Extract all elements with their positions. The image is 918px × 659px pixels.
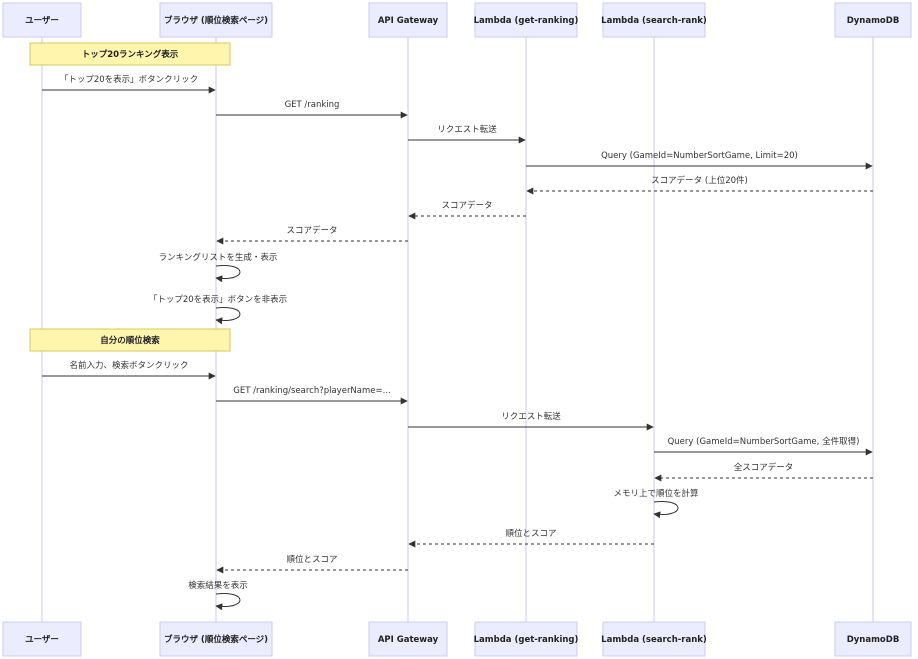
message-label: スコアデータ [286, 225, 337, 236]
note-box [29, 328, 231, 352]
message-label: 順位とスコア [286, 554, 337, 565]
message-8: 「トップ20を表示」ボタンを非表示 [149, 294, 287, 325]
participant-user-top: ユーザー [2, 2, 82, 38]
participant-box [834, 621, 912, 657]
participant-box [602, 621, 706, 657]
message-label: 全スコアデータ [734, 462, 794, 473]
message-15: 順位とスコア [408, 528, 654, 548]
note-box [29, 42, 231, 66]
self-message-arrow [215, 592, 241, 611]
message-label: ランキングリストを生成・表示 [159, 252, 278, 263]
note-0: トップ20ランキング表示 [29, 42, 231, 66]
message-label: リクエスト転送 [437, 124, 497, 135]
self-message-arrow [653, 500, 679, 519]
self-message-arrow [215, 306, 241, 325]
participant-label: ユーザー [25, 635, 59, 645]
participant-label: API Gateway [378, 635, 439, 645]
participant-get_ranking-top: Lambda (get-ranking) [474, 2, 579, 38]
message-13: 全スコアデータ [654, 462, 873, 482]
message-2: リクエスト転送 [408, 124, 526, 144]
participant-box [368, 621, 448, 657]
note-label: 自分の順位検索 [100, 335, 160, 346]
participant-box [474, 621, 578, 657]
participant-box [2, 2, 82, 38]
message-label: 検索結果を表示 [188, 580, 248, 591]
participant-box [474, 2, 578, 38]
participant-box [159, 2, 273, 38]
message-label: 名前入力、検索ボタンクリック [69, 360, 188, 371]
self-message-arrow [215, 264, 241, 283]
message-17: 検索結果を表示 [188, 580, 248, 611]
participant-label: Lambda (search-rank) [601, 16, 707, 26]
note-label: トップ20ランキング表示 [82, 49, 179, 60]
message-4: スコアデータ (上位20件) [526, 175, 873, 195]
participant-get_ranking-bottom: Lambda (get-ranking) [474, 621, 579, 657]
message-7: ランキングリストを生成・表示 [159, 252, 278, 283]
participant-apigw-top: API Gateway [368, 2, 448, 38]
participant-label: DynamoDB [847, 16, 900, 26]
message-10: GET /ranking/search?playerName=... [216, 386, 408, 405]
message-6: スコアデータ [216, 225, 408, 245]
message-9: 名前入力、検索ボタンクリック [42, 360, 216, 380]
message-14: メモリ上で順位を計算 [613, 488, 699, 519]
message-label: スコアデータ (上位20件) [651, 175, 748, 186]
message-0: 「トップ20を表示」ボタンクリック [42, 74, 216, 94]
message-11: リクエスト転送 [408, 411, 654, 431]
message-label: リクエスト転送 [501, 411, 561, 422]
message-label: メモリ上で順位を計算 [613, 488, 699, 499]
participant-label: ユーザー [25, 16, 59, 26]
note-1: 自分の順位検索 [29, 328, 231, 352]
participant-dynamodb-top: DynamoDB [834, 2, 912, 38]
messages: 「トップ20を表示」ボタンクリック GET /ranking リクエスト転送 Quer… [42, 74, 873, 611]
message-12: Query (GameId=NumberSortGame, 全件取得) [654, 436, 873, 456]
participant-box [159, 621, 273, 657]
participant-browser-top: ブラウザ (順位検索ページ) [159, 2, 273, 38]
participant-user-bottom: ユーザー [2, 621, 82, 657]
participant-box [602, 2, 706, 38]
participant-label: DynamoDB [847, 635, 900, 645]
participant-browser-bottom: ブラウザ (順位検索ページ) [159, 621, 273, 657]
message-label: 「トップ20を表示」ボタンクリック [60, 74, 198, 85]
actors-top: ユーザー ブラウザ (順位検索ページ) API Gateway Lambda (get… [2, 2, 912, 38]
message-label: 順位とスコア [505, 528, 556, 539]
participant-label: API Gateway [378, 16, 439, 26]
message-label: Query (GameId=NumberSortGame, Limit=20) [601, 151, 798, 161]
participant-label: Lambda (get-ranking) [474, 16, 579, 26]
message-1: GET /ranking [216, 100, 408, 119]
actors-bottom: ユーザー ブラウザ (順位検索ページ) API Gateway Lambda (get… [2, 621, 912, 657]
participant-box [834, 2, 912, 38]
participant-apigw-bottom: API Gateway [368, 621, 448, 657]
lifelines [41, 37, 874, 622]
message-label: 「トップ20を表示」ボタンを非表示 [149, 294, 287, 305]
participant-label: Lambda (search-rank) [601, 635, 707, 645]
participant-box [2, 621, 82, 657]
participant-label: ブラウザ (順位検索ページ) [164, 15, 268, 26]
message-label: スコアデータ [441, 200, 492, 211]
message-label: Query (GameId=NumberSortGame, 全件取得) [668, 436, 860, 447]
message-3: Query (GameId=NumberSortGame, Limit=20) [526, 151, 873, 170]
participant-label: ブラウザ (順位検索ページ) [164, 634, 268, 645]
participant-dynamodb-bottom: DynamoDB [834, 621, 912, 657]
participant-search_rank-bottom: Lambda (search-rank) [601, 621, 707, 657]
participant-label: Lambda (get-ranking) [474, 635, 579, 645]
message-5: スコアデータ [408, 200, 526, 220]
message-label: GET /ranking/search?playerName=... [233, 386, 391, 396]
participant-box [368, 2, 448, 38]
message-label: GET /ranking [285, 100, 340, 110]
message-16: 順位とスコア [216, 554, 408, 574]
participant-search_rank-top: Lambda (search-rank) [601, 2, 707, 38]
